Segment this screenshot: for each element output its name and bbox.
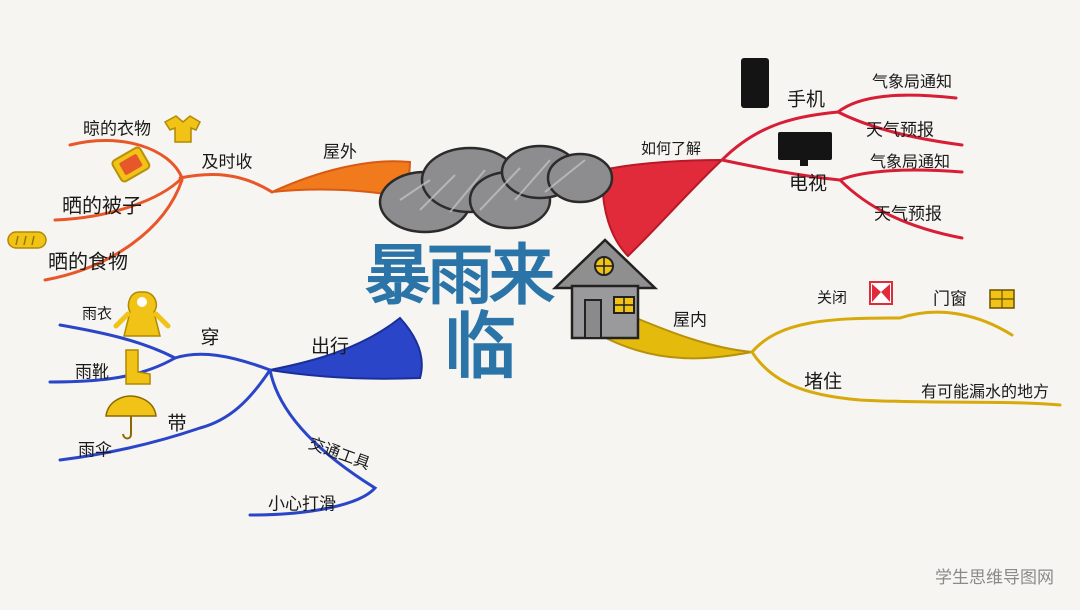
phone-item-forecast: 天气预报	[866, 120, 934, 141]
bring-item-umbrella: 雨伞	[78, 440, 112, 461]
outdoor-sub-label: 及时收	[201, 152, 253, 173]
indoor-close-item: 门窗	[933, 289, 967, 310]
transport-item: 小心打滑	[268, 494, 336, 515]
branch-outdoor-lines	[43, 138, 274, 282]
branch-know-label: 如何了解	[640, 139, 702, 158]
tshirt-icon	[163, 115, 201, 143]
quilt-icon	[111, 146, 151, 183]
tv-item-forecast: 天气预报	[874, 204, 942, 225]
wear-item-raincoat: 雨衣	[81, 304, 113, 323]
branch-travel-wedge	[269, 316, 423, 380]
page-title-line2: 临	[443, 304, 516, 389]
window-icon	[989, 289, 1015, 309]
tv-item-bureau: 气象局通知	[869, 152, 951, 171]
branch-indoor-label: 屋内	[673, 310, 707, 331]
travel-wear-label: 穿	[200, 326, 220, 349]
indoor-block-label: 堵住	[803, 370, 843, 393]
phone-item-bureau: 气象局通知	[871, 72, 953, 91]
indoor-block-item: 有可能漏水的地方	[920, 382, 1050, 401]
phone-icon	[741, 58, 769, 108]
outdoor-item-quilt: 晒的被子	[62, 193, 142, 218]
branch-know-lines	[720, 93, 964, 240]
page-title: 暴雨来	[365, 237, 555, 314]
branch-outdoor-wedge	[271, 160, 412, 200]
door-icon	[869, 281, 893, 305]
branch-outdoor-label: 屋外	[323, 142, 357, 163]
raincoat-icon	[113, 291, 171, 337]
branch-travel-lines	[48, 323, 378, 517]
tv-icon	[778, 132, 832, 166]
outdoor-item-food: 晒的食物	[48, 249, 128, 274]
bread-icon	[7, 231, 47, 249]
boot-icon	[125, 349, 151, 385]
travel-bring-label: 带	[167, 412, 187, 435]
branch-indoor-lines	[750, 310, 1062, 407]
wear-item-boots: 雨靴	[75, 362, 109, 383]
umbrella-icon	[105, 395, 157, 440]
house-icon	[551, 238, 659, 340]
indoor-close-label: 关闭	[816, 288, 848, 307]
know-phone-label: 手机	[786, 88, 826, 111]
watermark: 学生思维导图网	[935, 568, 1054, 588]
know-tv-label: 电视	[788, 172, 828, 195]
outdoor-item-clothes: 晾的衣物	[83, 119, 151, 140]
branch-travel-label: 出行	[310, 335, 350, 358]
branch-know-wedge	[601, 158, 725, 258]
